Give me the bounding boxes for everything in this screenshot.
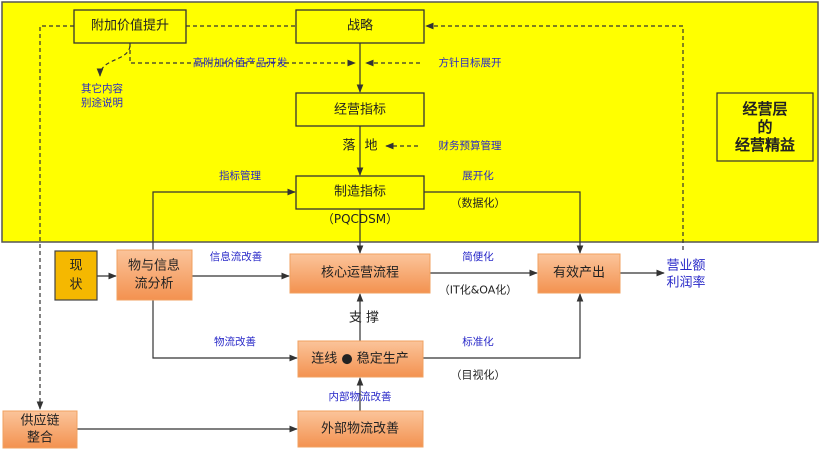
svg-text:流分析: 流分析 bbox=[134, 277, 173, 292]
svg-text:状: 状 bbox=[69, 278, 82, 293]
svg-text:经营层: 经营层 bbox=[742, 100, 787, 118]
label-index-mgmt: 指标管理 bbox=[219, 169, 261, 182]
pqcdsm-label: （PQCDSM） bbox=[322, 212, 398, 226]
svg-text:附加价值提升: 附加价值提升 bbox=[91, 18, 169, 34]
label-logistics: 物流改善 bbox=[214, 335, 256, 348]
label-landing-1: 落 bbox=[342, 139, 355, 154]
label-high-value-dev: 高附加价值产品开发 bbox=[193, 56, 288, 69]
label-simplify: 简便化 bbox=[462, 250, 494, 263]
connectors bbox=[36, 22, 684, 433]
label-policy-deploy: 方针目标展开 bbox=[439, 56, 502, 69]
label-internal-logistics: 内部物流改善 bbox=[329, 390, 392, 403]
label-support: 支 撑 bbox=[349, 311, 379, 326]
svg-text:的: 的 bbox=[757, 118, 772, 136]
node-management-lean: 经营层 的 经营精益 bbox=[716, 92, 814, 162]
label-other-content-1: 其它内容 bbox=[81, 82, 123, 95]
revenue-label: 营业额 bbox=[666, 259, 705, 274]
label-info-flow: 信息流改善 bbox=[210, 250, 263, 263]
label-finance-budget: 财务预算管理 bbox=[439, 139, 502, 152]
svg-text:外部物流改善: 外部物流改善 bbox=[321, 421, 399, 437]
label-data: （数据化） bbox=[451, 196, 506, 210]
svg-text:有效产出: 有效产出 bbox=[553, 266, 605, 281]
svg-text:物与信息: 物与信息 bbox=[128, 258, 180, 274]
label-other-content-2: 别途说明 bbox=[81, 96, 123, 109]
label-visual: （目视化） bbox=[451, 368, 506, 382]
svg-text:制造指标: 制造指标 bbox=[334, 185, 386, 200]
node-current-state: 现 状 bbox=[54, 250, 98, 301]
node-external-logistics: 外部物流改善 bbox=[297, 410, 424, 448]
svg-text:经营指标: 经营指标 bbox=[334, 103, 386, 118]
label-deploy: 展开化 bbox=[462, 169, 494, 182]
node-strategy: 战略 bbox=[295, 9, 425, 44]
node-added-value: 附加价值提升 bbox=[73, 9, 187, 44]
node-supply-chain: 供应链 整合 bbox=[2, 410, 78, 449]
node-manufacturing-index: 制造指标 bbox=[295, 175, 425, 210]
svg-text:连线 ● 稳定生产: 连线 ● 稳定生产 bbox=[311, 351, 409, 367]
svg-text:战略: 战略 bbox=[347, 18, 373, 34]
node-flow-analysis: 物与信息 流分析 bbox=[116, 249, 193, 301]
label-landing-2: 地 bbox=[364, 139, 377, 154]
node-line-production: 连线 ● 稳定生产 bbox=[297, 340, 424, 378]
svg-text:核心运营流程: 核心运营流程 bbox=[321, 266, 399, 281]
svg-text:整合: 整合 bbox=[27, 431, 53, 446]
node-management-index: 经营指标 bbox=[295, 92, 425, 127]
svg-text:经营精益: 经营精益 bbox=[735, 136, 795, 154]
profit-rate-label: 利润率 bbox=[666, 275, 705, 291]
node-core-process: 核心运营流程 bbox=[289, 253, 431, 294]
label-it-oa: （IT化&OA化） bbox=[439, 283, 518, 297]
svg-text:现: 现 bbox=[69, 259, 82, 274]
svg-text:供应链: 供应链 bbox=[20, 413, 59, 429]
label-standardize: 标准化 bbox=[462, 335, 494, 348]
node-effective-output: 有效产出 bbox=[537, 253, 621, 294]
